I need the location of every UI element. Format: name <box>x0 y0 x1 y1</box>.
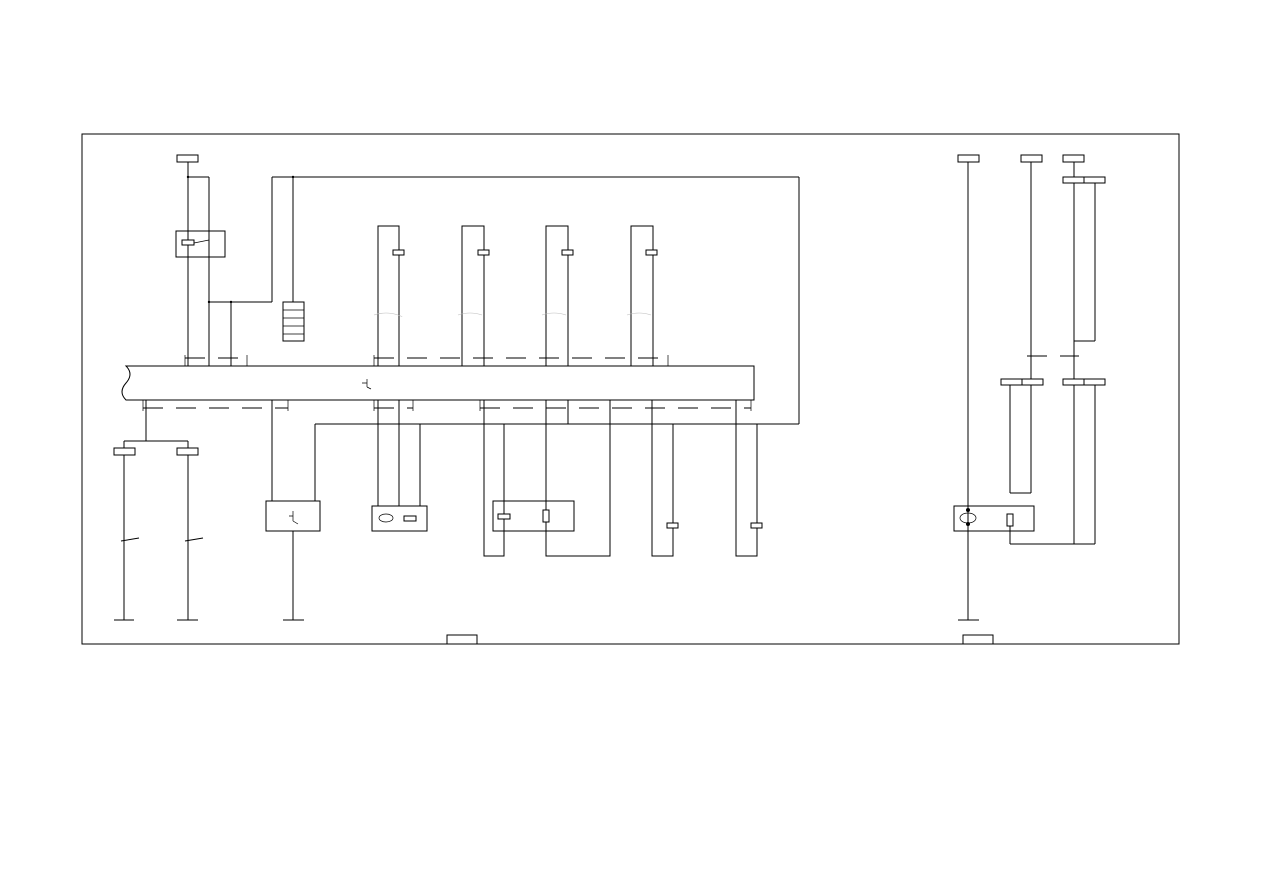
control-unit-body <box>121 365 755 401</box>
terminal-r3 <box>1062 154 1085 163</box>
connector-left-b <box>176 447 199 456</box>
relay-coil <box>181 239 195 246</box>
switch-b <box>184 537 204 542</box>
connector-left-a <box>113 447 136 456</box>
pot-resistor <box>497 513 511 520</box>
fuse-stack <box>282 301 305 342</box>
terminal-r2 <box>1020 154 1043 163</box>
relay-component <box>175 230 226 258</box>
ground-symbol-icon <box>362 379 372 390</box>
supply-circuit <box>175 154 800 425</box>
sensor-element-1 <box>392 249 405 256</box>
terminal-block <box>176 154 199 163</box>
control-unit <box>121 355 755 411</box>
output-loops <box>651 400 763 557</box>
switch-circuits <box>113 400 204 621</box>
pot-track <box>542 509 550 523</box>
transistor-icon <box>289 511 299 525</box>
sensor-element-2 <box>477 249 490 256</box>
page-tab-left <box>446 634 478 645</box>
transistor-module <box>265 400 321 621</box>
injector-module <box>371 400 428 532</box>
sensor-element-4 <box>645 249 658 256</box>
potentiometer-circuit <box>483 400 611 557</box>
diagram-frame <box>81 133 1180 645</box>
sensor-element-3 <box>561 249 574 256</box>
sensor-module-right <box>953 505 1035 532</box>
sensor-loops <box>373 225 658 366</box>
right-circuit <box>953 154 1106 621</box>
switch-a <box>120 537 140 542</box>
terminal-r1 <box>957 154 980 163</box>
page-tab-right <box>962 634 994 645</box>
